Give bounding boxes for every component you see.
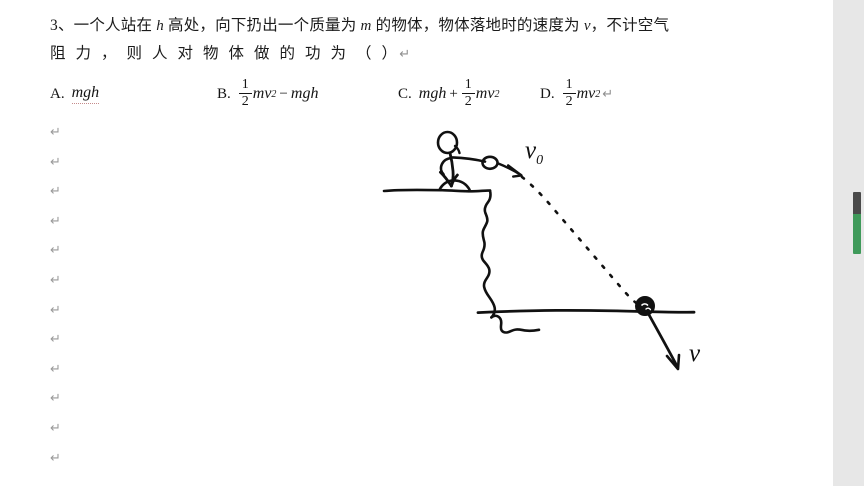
paragraph-mark: ↵ (50, 420, 61, 436)
option-b-denominator: 2 (241, 93, 249, 109)
option-d-denominator: 2 (565, 93, 573, 109)
question-text-4: ，不计空气 (590, 17, 670, 34)
figure-svg (382, 130, 696, 371)
ground-line (476, 308, 696, 314)
option-c-operator: + (449, 85, 458, 102)
variable-v: v (583, 18, 591, 34)
question-text-6: ） (381, 45, 398, 62)
option-c-letter: C. (398, 85, 412, 102)
question-line-2: 阻力，则人对物体做的功为（）↵ (50, 40, 750, 69)
variable-m: m (360, 18, 372, 34)
option-c-head: mgh (418, 85, 447, 102)
vertical-scrollbar-thumb[interactable] (853, 192, 861, 254)
rock-face-line (480, 189, 497, 319)
paragraph-mark-column: ↵ ↵ ↵ ↵ ↵ ↵ ↵ ↵ ↵ ↵ ↵ ↵ (50, 118, 80, 473)
thrower-foot-arc (438, 179, 471, 192)
option-d-power: 2 (595, 88, 601, 100)
option-b-tail: mgh (290, 85, 319, 102)
thrower-head-tick (453, 144, 461, 155)
paragraph-mark: ↵ (50, 361, 61, 377)
option-b-numerator: 1 (241, 76, 249, 92)
option-d-letter: D. (540, 85, 555, 102)
document-page: 3、一个人站在 h 高处，向下扔出一个质量为 m 的物体，物体落地时的速度为 v… (0, 0, 833, 486)
ball-highlight-2 (645, 307, 652, 311)
thrower-back-arm (439, 156, 453, 176)
fraction-bar (238, 92, 252, 94)
question-line-1: 3、一个人站在 h 高处，向下扔出一个质量为 m 的物体，物体落地时的速度为 v… (50, 12, 750, 40)
option-c-fraction: 1 2 (461, 76, 475, 109)
paragraph-mark: ↵ (50, 302, 61, 318)
option-c-body: mv (475, 85, 495, 102)
final-velocity-arrow-shaft (646, 311, 679, 368)
paragraph-mark: ↵ (50, 332, 61, 348)
option-c-denominator: 2 (464, 93, 472, 109)
question-text-1: 一个人站在 (73, 17, 157, 34)
final-velocity-arrow-head (665, 353, 681, 371)
cliff-edge-line (382, 188, 492, 193)
option-c-power: 2 (494, 88, 500, 100)
paragraph-mark-inline: ↵ (399, 47, 411, 62)
option-d-body: mv (576, 85, 596, 102)
option-b-body: mv (252, 85, 272, 102)
option-b-operator: − (279, 85, 288, 102)
paragraph-mark: ↵ (50, 154, 61, 170)
vertical-scrollbar-track[interactable] (849, 0, 864, 486)
option-b-letter: B. (217, 85, 231, 102)
paragraph-mark: ↵ (50, 450, 61, 466)
paragraph-mark: ↵ (50, 184, 61, 200)
paragraph-mark: ↵ (50, 243, 61, 259)
projectile-ball (635, 296, 655, 316)
option-d-fraction: 1 2 (562, 76, 576, 109)
option-a-letter: A. (50, 85, 65, 102)
thrower-head (436, 130, 459, 155)
option-d-numerator: 1 (565, 76, 573, 92)
rock-debris-line (490, 314, 541, 334)
paragraph-mark: ↵ (50, 391, 61, 407)
question-number: 3、 (50, 17, 74, 34)
initial-velocity-arrow-head (507, 164, 523, 178)
option-c-numerator: 1 (464, 76, 472, 92)
paragraph-mark-inline: ↵ (602, 86, 614, 102)
fraction-bar (562, 92, 576, 94)
variable-h: h (156, 18, 164, 34)
option-a-expression: mgh (71, 84, 100, 104)
option-b-power: 2 (271, 88, 277, 100)
question-block: 3、一个人站在 h 高处，向下扔出一个质量为 m 的物体，物体落地时的速度为 v… (50, 12, 750, 69)
question-text-3: 的物体，物体落地时的速度为 (371, 17, 584, 34)
paragraph-mark: ↵ (50, 272, 61, 288)
paragraph-mark: ↵ (50, 213, 61, 229)
trajectory-dashed-path (520, 175, 644, 309)
option-b-fraction: 1 2 (238, 76, 252, 109)
option-a[interactable]: A. mgh (50, 74, 100, 114)
thrower-front-arm (451, 156, 487, 163)
ball-highlight (641, 303, 649, 306)
fraction-bar (461, 92, 475, 94)
physics-figure: v0 v (380, 125, 740, 385)
paragraph-mark: ↵ (50, 125, 61, 140)
question-text-2: 高处，向下扔出一个质量为 (163, 17, 361, 34)
question-text-5: 阻力，则人对物体做的功为（ (50, 45, 382, 62)
